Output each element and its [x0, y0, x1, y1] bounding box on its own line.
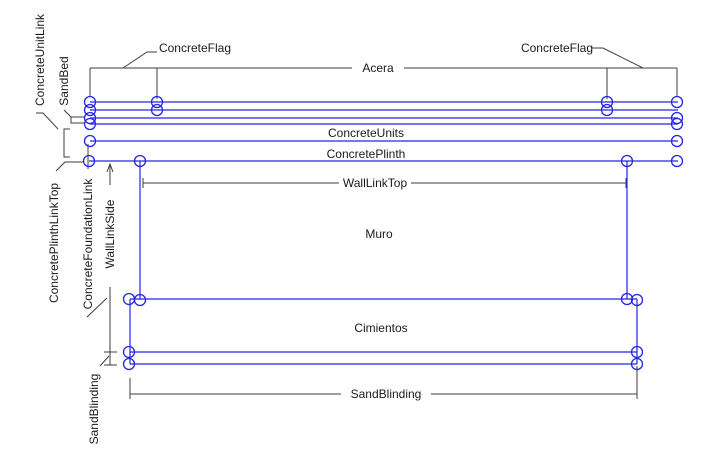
joint-circle — [83, 95, 97, 109]
label-concreteunitlink: ConcreteUnitLink — [33, 13, 47, 106]
joint-circles-group — [82, 95, 684, 371]
label-concreteflag-left: ConcreteFlag — [159, 41, 231, 55]
concreteflag-leader-right — [592, 47, 644, 69]
sandblinding-leader — [99, 355, 110, 367]
joint-circle — [122, 357, 136, 371]
joint-circle — [83, 134, 97, 148]
joint-circle — [630, 293, 644, 307]
joint-circle — [600, 103, 614, 117]
label-sandblinding-dim: SandBlinding — [351, 387, 422, 401]
plinthlinktop-leader — [55, 161, 83, 172]
joint-circle — [630, 345, 644, 359]
foundationlink-leader — [86, 297, 108, 318]
joint-circle — [600, 95, 614, 109]
sandbed-leader — [63, 109, 72, 118]
joint-circle — [630, 357, 644, 371]
joint-circle — [670, 111, 684, 125]
joint-circle — [670, 95, 684, 109]
label-sandbed: SandBed — [57, 56, 71, 105]
joint-circle — [83, 103, 97, 117]
label-acera: Acera — [362, 61, 394, 75]
label-cimientos: Cimientos — [354, 321, 407, 335]
side-dim-arrowhead — [106, 162, 114, 173]
label-muro: Muro — [365, 227, 393, 241]
joint-circle — [133, 154, 147, 168]
joint-circle — [150, 103, 164, 117]
unitlink-leader — [36, 112, 59, 130]
joint-circle — [83, 111, 97, 125]
joint-circle — [670, 117, 684, 131]
label-walllinktop: WallLinkTop — [343, 176, 408, 190]
label-sandblinding-side: SandBlinding — [87, 374, 101, 445]
concreteflag-leader-left — [122, 51, 157, 69]
joint-circle — [83, 117, 97, 131]
joint-circle — [620, 154, 634, 168]
label-concreteflag-right: ConcreteFlag — [521, 41, 593, 55]
unitlink-bracket — [63, 128, 70, 158]
label-concreteplinthlinktop: ConcretePlinthLinkTop — [47, 183, 61, 303]
joint-circle — [150, 95, 164, 109]
joint-circle — [670, 154, 684, 168]
label-concreteplinth: ConcretePlinth — [327, 147, 406, 161]
joint-circle — [620, 292, 634, 306]
joint-circle — [122, 345, 136, 359]
joint-circle — [670, 134, 684, 148]
sandbed-bracket-top — [70, 116, 85, 124]
label-walllinkside: WallLinkSide — [103, 199, 117, 268]
joint-circle — [133, 293, 147, 307]
label-concretefoundationlink: ConcreteFoundationLink — [81, 178, 95, 310]
joint-circle — [82, 154, 96, 168]
annotation-lines-group — [36, 47, 678, 399]
blue-geometry-group — [89, 101, 678, 365]
label-concreteunits: ConcreteUnits — [328, 126, 404, 140]
